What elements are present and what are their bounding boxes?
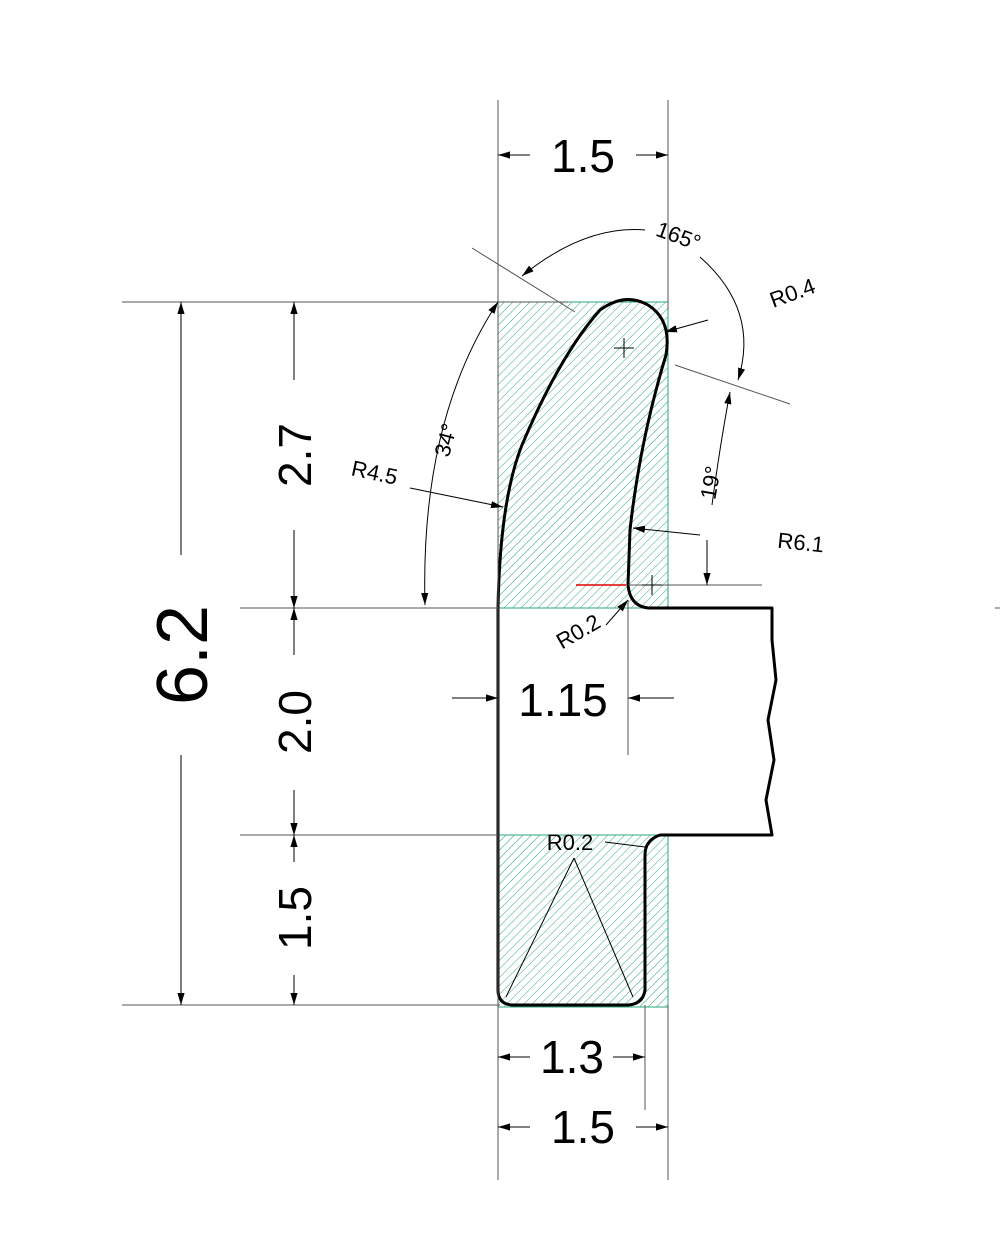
angle-arcs	[421, 229, 746, 606]
center-marks	[614, 338, 662, 595]
dim-total-height: 6.2	[143, 605, 223, 705]
dimension-labels: 1.5 1.3 1.5 1.15 6.2 2.7 2.0 1.5	[143, 130, 615, 1153]
dim-lower-height: 1.5	[269, 886, 321, 950]
radius-outer-curve-label: R4.5	[349, 456, 400, 490]
dim-bottom-inner-width: 1.3	[540, 1031, 604, 1083]
dim-bottom-outer-width: 1.5	[551, 1101, 615, 1153]
profile-outline	[496, 298, 778, 1007]
dimension-lines	[177, 151, 711, 1131]
stock-outline	[497, 301, 669, 1008]
dim-upper-height: 2.7	[269, 423, 321, 487]
part-profile	[496, 298, 778, 1007]
radius-inner-curve-label: R6.1	[776, 528, 825, 558]
radius-step-label: R0.2	[552, 609, 605, 654]
stock-rect-upper	[497, 301, 669, 609]
angle-left-label: 34°	[429, 421, 462, 460]
stock-rect-lower	[497, 834, 669, 1008]
radius-leaders	[409, 319, 709, 998]
dim-mid-width: 1.15	[518, 674, 608, 726]
radius-bottom-label: R0.2	[547, 830, 593, 855]
dim-middle-height: 2.0	[269, 690, 321, 754]
angle-top-label: 165°	[653, 216, 704, 255]
dim-top-width: 1.5	[551, 130, 615, 182]
radius-tip-label: R0.4	[766, 273, 818, 312]
angle-right-label: 19°	[695, 464, 725, 501]
